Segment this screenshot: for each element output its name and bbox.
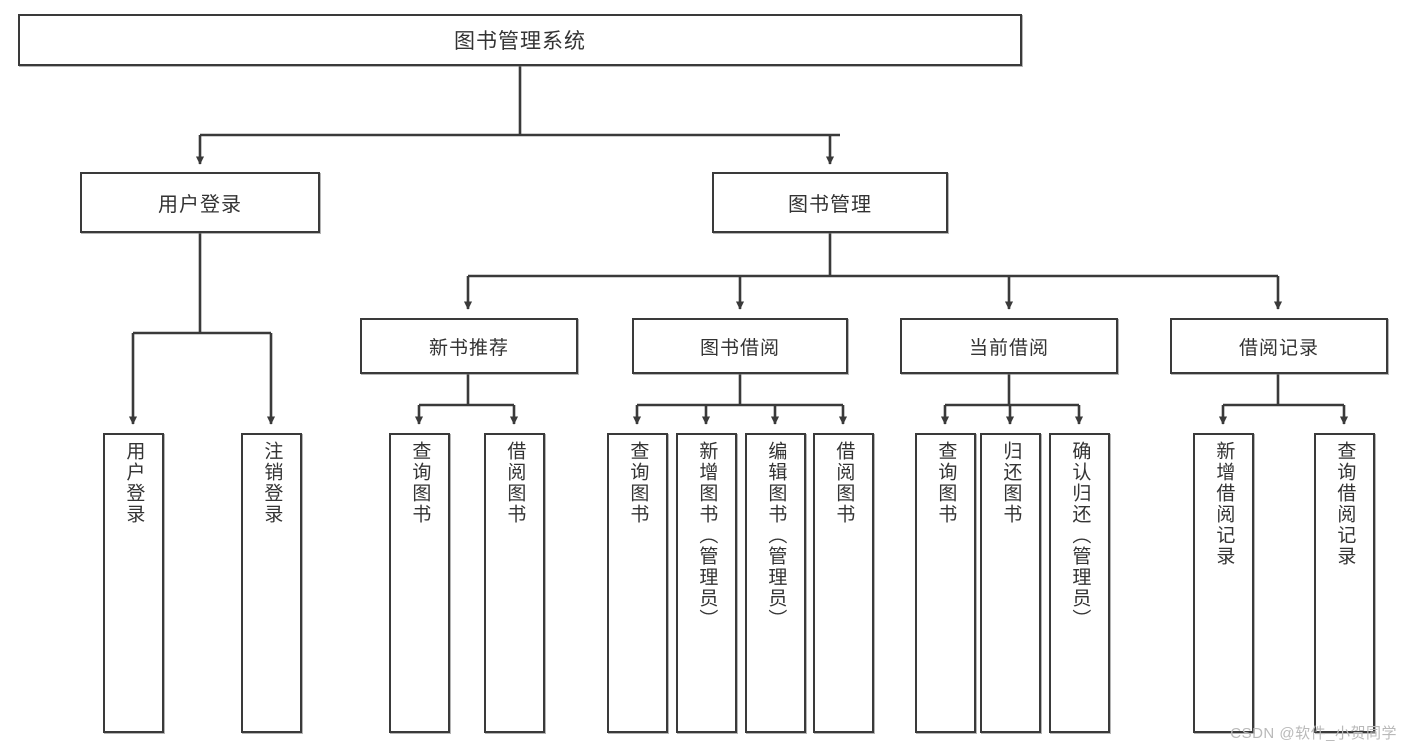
- leaf-add-borrow-record[interactable]: 新增借阅记录: [1193, 433, 1254, 733]
- node-label: 借阅图书: [833, 441, 855, 525]
- node-label: 注销登录: [261, 441, 283, 525]
- node-label: 查询借阅记录: [1334, 441, 1356, 567]
- node-label: 确认归还（管理员）: [1069, 441, 1091, 630]
- node-label: 用户登录: [123, 441, 145, 525]
- node-current-borrow[interactable]: 当前借阅: [900, 318, 1118, 374]
- node-label: 新增图书（管理员）: [696, 441, 718, 630]
- node-label: 归还图书: [1000, 441, 1022, 525]
- node-label: 编辑图书（管理员）: [765, 441, 787, 630]
- node-label: 借阅记录: [1238, 337, 1319, 359]
- node-label: 借阅图书: [504, 441, 526, 525]
- node-book-borrow[interactable]: 图书借阅: [632, 318, 848, 374]
- leaf-borrow-book-recommend[interactable]: 借阅图书: [484, 433, 545, 733]
- leaf-query-book-current[interactable]: 查询图书: [915, 433, 976, 733]
- leaf-edit-book-admin[interactable]: 编辑图书（管理员）: [745, 433, 806, 733]
- leaf-add-book-admin[interactable]: 新增图书（管理员）: [676, 433, 737, 733]
- leaf-query-book-recommend[interactable]: 查询图书: [389, 433, 450, 733]
- node-book-management-system[interactable]: 图书管理系统: [18, 14, 1022, 66]
- node-label: 新增借阅记录: [1213, 441, 1235, 567]
- node-label: 当前借阅: [968, 337, 1049, 359]
- node-label: 查询图书: [627, 441, 649, 525]
- node-label: 图书借阅: [699, 337, 780, 359]
- node-label: 查询图书: [935, 441, 957, 525]
- node-label: 用户登录: [158, 194, 242, 216]
- leaf-user-login[interactable]: 用户登录: [103, 433, 164, 733]
- node-label: 图书管理: [788, 194, 872, 216]
- node-user-login[interactable]: 用户登录: [80, 172, 320, 233]
- node-label: 图书管理系统: [454, 30, 586, 53]
- leaf-return-book[interactable]: 归还图书: [980, 433, 1041, 733]
- leaf-confirm-return-admin[interactable]: 确认归还（管理员）: [1049, 433, 1110, 733]
- node-label: 新书推荐: [428, 337, 509, 359]
- leaf-user-logout[interactable]: 注销登录: [241, 433, 302, 733]
- node-label: 查询图书: [409, 441, 431, 525]
- leaf-query-book-borrow[interactable]: 查询图书: [607, 433, 668, 733]
- leaf-borrow-book[interactable]: 借阅图书: [813, 433, 874, 733]
- csdn-watermark: CSDN @软件_小贺同学: [1230, 725, 1397, 742]
- node-new-book-recommend[interactable]: 新书推荐: [360, 318, 578, 374]
- node-book-management[interactable]: 图书管理: [712, 172, 948, 233]
- leaf-query-borrow-record[interactable]: 查询借阅记录: [1314, 433, 1375, 733]
- node-borrow-record[interactable]: 借阅记录: [1170, 318, 1388, 374]
